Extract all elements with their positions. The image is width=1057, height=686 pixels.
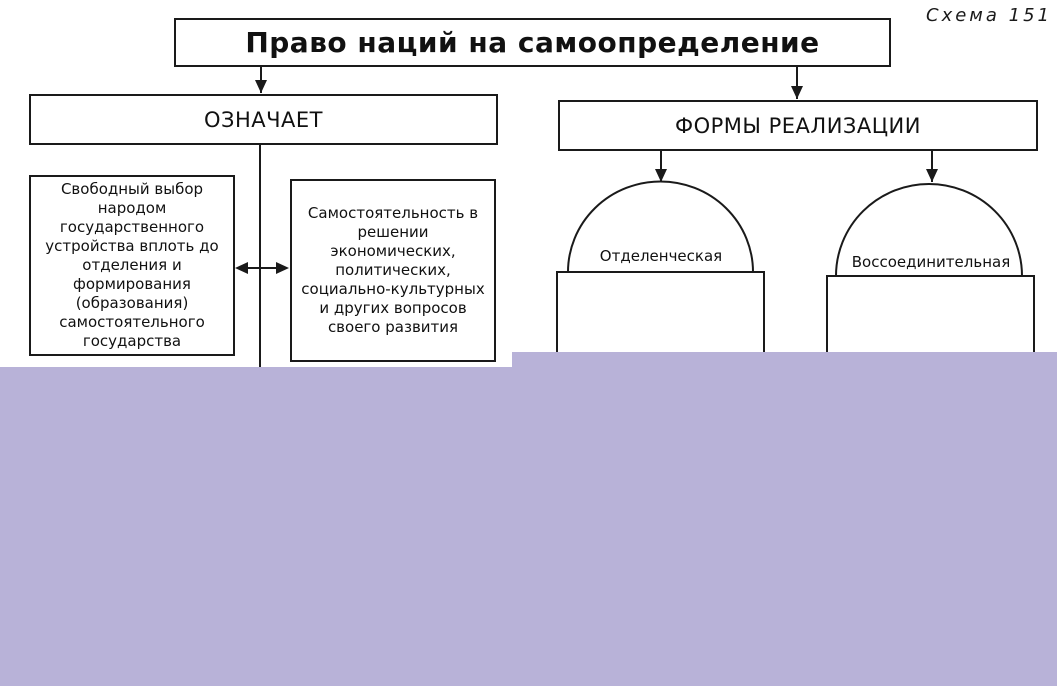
occlusion-overlay-strip bbox=[512, 352, 1057, 368]
separatist-dome bbox=[567, 180, 754, 273]
double-arrow-right-head bbox=[276, 262, 289, 274]
free-choice-text: Свободный выбор народом государственного… bbox=[45, 180, 219, 350]
scheme-number-label: Схема 151 bbox=[926, 5, 1052, 26]
means-header: ОЗНАЧАЕТ bbox=[203, 107, 323, 132]
separatist-form-label: Отделенческая bbox=[599, 247, 723, 265]
independence-box: Самостоятельность в решении экономически… bbox=[290, 179, 496, 362]
means-header-box: ОЗНАЧАЕТ bbox=[29, 94, 498, 145]
arrowhead-title-to-forms bbox=[791, 86, 803, 99]
diagram-title-box: Право наций на самоопределение bbox=[174, 18, 891, 67]
free-choice-box: Свободный выбор народом государственного… bbox=[29, 175, 235, 356]
occlusion-overlay bbox=[0, 367, 1057, 686]
diagram-title: Право наций на самоопределение bbox=[245, 26, 820, 59]
independence-text: Самостоятельность в решении экономически… bbox=[301, 204, 485, 336]
forms-header: ФОРМЫ РЕАЛИЗАЦИИ bbox=[675, 113, 921, 138]
arrowhead-title-to-means bbox=[255, 80, 267, 93]
double-arrow-left-head bbox=[235, 262, 248, 274]
reunification-dome bbox=[835, 183, 1023, 277]
reunification-form-label: Воссоединительная bbox=[851, 253, 1011, 271]
arrowhead-forms-to-separatist bbox=[655, 169, 667, 182]
arrowhead-forms-to-reunification bbox=[926, 169, 938, 182]
forms-header-box: ФОРМЫ РЕАЛИЗАЦИИ bbox=[558, 100, 1038, 151]
